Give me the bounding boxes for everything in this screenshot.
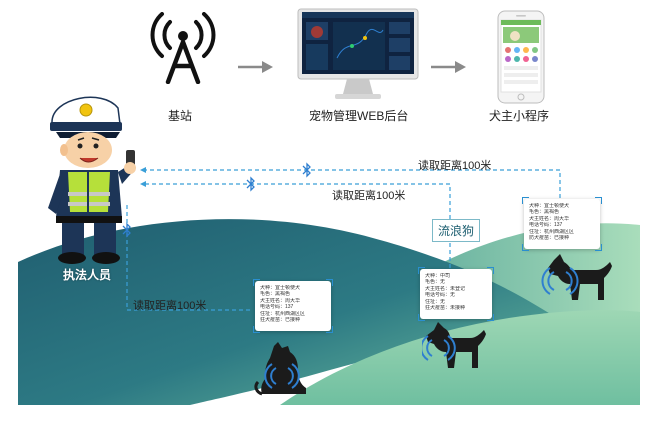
bluetooth-icon xyxy=(302,162,311,178)
web-backend-caption: 宠物管理WEB后台 xyxy=(309,109,409,123)
read-distance-label: 读取距离100米 xyxy=(418,160,492,172)
dog-sitting-icon xyxy=(254,342,306,396)
smartphone-icon xyxy=(497,10,545,104)
card-row: 犬种：宜士顿使犬 xyxy=(529,203,570,209)
card-row: 狂犬疫苗：已接种 xyxy=(260,317,301,324)
card-row: 犬主姓名：未登记 xyxy=(425,285,466,292)
card-row: 住址：杭州西湖区区 xyxy=(529,228,575,235)
read-line-right-dog xyxy=(144,169,561,198)
dog-info-card-right: 犬种：宜士顿使犬 毛色：黑褐色 犬主姓名：周大华 电话号码：137 住址：杭州西… xyxy=(522,197,602,251)
dog-info-card-left: 犬种：宜士顿使犬 毛色：黑褐色 犬主姓名：周大华 电话号码：137 住址：杭州西… xyxy=(253,279,333,333)
arrow-right-icon xyxy=(238,61,273,73)
card-row: 住址：杭州西湖区区 xyxy=(260,310,306,317)
card-row: 狂犬疫苗：未接种 xyxy=(425,305,466,312)
card-row: 住址：无 xyxy=(425,298,446,305)
mini-program-caption: 犬主小程序 xyxy=(489,109,550,123)
monitor-icon xyxy=(297,8,419,99)
card-row: 防犬疫苗：已接种 xyxy=(529,235,570,242)
read-line-left-dog xyxy=(126,205,250,311)
read-distance-label: 读取距离100米 xyxy=(133,300,207,312)
base-station-caption: 基站 xyxy=(168,109,193,123)
dog-standing-icon xyxy=(541,254,612,300)
bluetooth-icon xyxy=(246,176,255,192)
read-distance-label: 读取距离100米 xyxy=(332,190,406,202)
card-row: 毛色：无 xyxy=(425,279,446,286)
card-row: 电话号码：137 xyxy=(529,222,563,229)
hill-front-right xyxy=(280,310,640,405)
card-row: 犬主姓名：周大华 xyxy=(529,215,570,222)
card-row: 电话号码：无 xyxy=(425,292,456,299)
card-row: 电话号码：137 xyxy=(260,304,294,311)
bluetooth-icon xyxy=(122,222,131,238)
dog-stray-icon xyxy=(422,322,486,368)
radio-tower-icon xyxy=(150,12,216,84)
card-row: 毛色：黑褐色 xyxy=(260,291,291,298)
police-officer-icon xyxy=(48,96,136,264)
officer-caption: 执法人员 xyxy=(63,268,112,282)
arrow-right-icon xyxy=(431,61,466,73)
card-row: 犬主姓名：周大华 xyxy=(260,297,301,304)
card-row: 犬种：宜士顿使犬 xyxy=(260,285,301,291)
dog-info-card-stray: 犬种：中司 毛色：无 犬主姓名：未登记 电话号码：无 住址：无 狂犬疫苗：未接种 xyxy=(418,267,494,321)
card-row: 毛色：黑褐色 xyxy=(529,209,560,216)
card-row: 犬种：中司 xyxy=(425,273,451,279)
stray-dog-label: 流浪狗 xyxy=(432,219,481,242)
